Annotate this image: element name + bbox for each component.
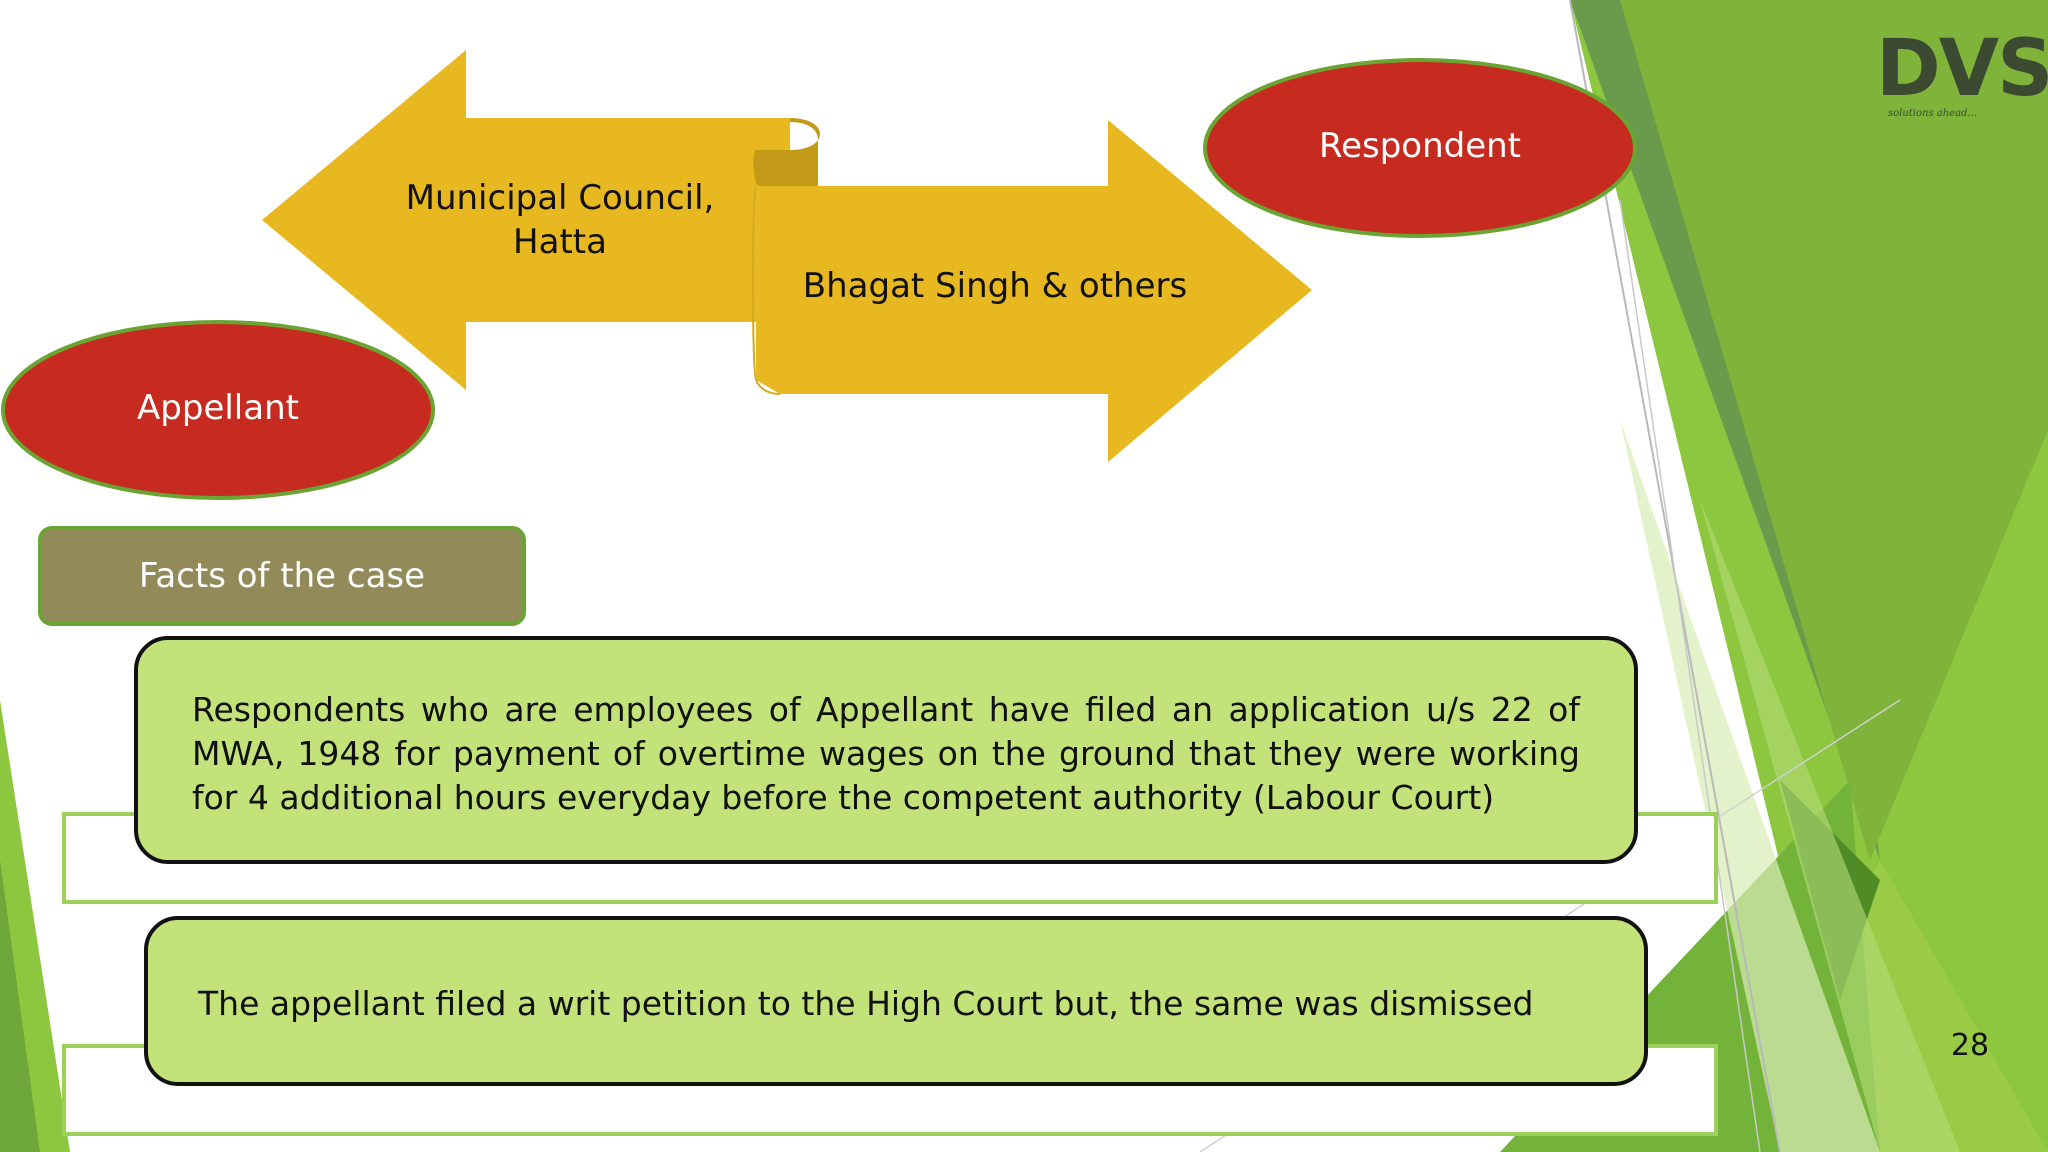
fact-text-2: The appellant filed a writ petition to t…	[198, 984, 1534, 1023]
section-label-box	[38, 526, 526, 626]
section-label: Facts of the case	[138, 556, 426, 596]
fact-box-2: The appellant filed a writ petition to t…	[144, 916, 1648, 1086]
appellant-ellipse	[1, 320, 435, 500]
page-number: 28	[1950, 1028, 1990, 1063]
arrow-curl	[753, 118, 820, 186]
respondent-label: Respondent	[1318, 126, 1522, 166]
fact-box-1: Respondents who are employees of Appella…	[134, 636, 1638, 864]
dvs-logo: DVS solutions ahead...	[1876, 24, 2048, 130]
appellant-arrow	[262, 50, 790, 390]
appellant-name: Municipal Council, Hatta	[405, 178, 715, 263]
respondent-ellipse	[1203, 58, 1637, 238]
appellant-label: Appellant	[137, 388, 299, 428]
logo-tagline: solutions ahead...	[1888, 108, 1977, 119]
logo-text: DVS	[1876, 24, 2048, 114]
respondent-arrow	[756, 120, 1312, 462]
respondent-name: Bhagat Singh & others	[802, 266, 1188, 306]
fact-text-1: Respondents who are employees of Appella…	[192, 690, 1580, 817]
